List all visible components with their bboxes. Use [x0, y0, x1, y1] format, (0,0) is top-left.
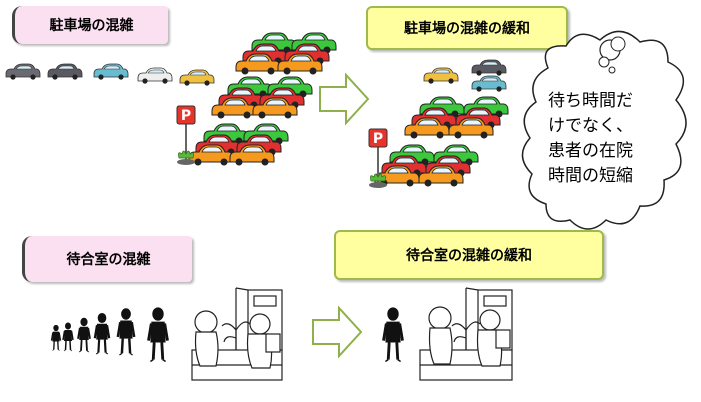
waiting-room-relieved [419, 287, 513, 381]
parking-lot-crowded [188, 32, 337, 166]
bubble-line: 時間の短縮 [548, 166, 633, 186]
waiting-room-crowded [191, 287, 283, 381]
waiting-queue-crowded [50, 305, 169, 363]
road-cars [5, 63, 215, 87]
parking-lot-relieved [374, 59, 509, 187]
bubble-message: 待ち時間だ けでなく、 患者の在院 時間の短縮 [548, 89, 660, 189]
waiting-queue-relieved [382, 305, 404, 363]
waiting-relief-label: 待合室の混雑の緩和 [334, 230, 604, 280]
parking-sign-icon [368, 128, 388, 189]
waiting-congestion-label: 待合室の混雑 [22, 236, 192, 282]
arrow-right-icon [312, 307, 362, 357]
bubble-line: 待ち時間だ [548, 91, 633, 111]
parking-sign-icon [176, 105, 196, 166]
waiting-congestion-text: 待合室の混雑 [66, 252, 151, 268]
arrow-right-icon [319, 74, 369, 124]
bubble-line: 患者の在院 [548, 141, 633, 161]
parking-relief-label: 駐車場の混雑の緩和 [366, 6, 568, 50]
parking-congestion-text: 駐車場の混雑 [49, 18, 134, 34]
waiting-relief-text: 待合室の混雑の緩和 [406, 248, 532, 264]
bubble-line: けでなく、 [548, 116, 633, 136]
parking-congestion-label: 駐車場の混雑 [12, 6, 168, 44]
thought-bubble [521, 30, 687, 230]
parking-relief-text: 駐車場の混雑の緩和 [404, 21, 530, 37]
